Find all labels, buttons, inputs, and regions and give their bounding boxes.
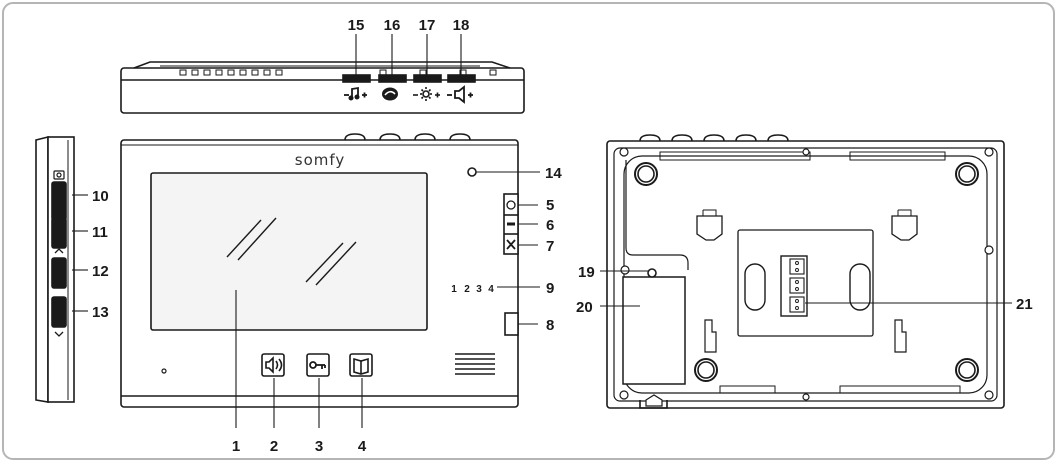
callout-18: 18 bbox=[453, 17, 470, 34]
speaker-volume-icon bbox=[447, 85, 473, 104]
callout-14: 14 bbox=[545, 165, 562, 182]
callout-6: 6 bbox=[546, 217, 554, 234]
callout-1: 1 bbox=[232, 438, 240, 455]
back-view bbox=[606, 134, 1005, 409]
speaker-talk-icon bbox=[265, 356, 283, 374]
hangup-key-icon bbox=[506, 239, 516, 250]
reset-hole bbox=[647, 268, 657, 278]
callout-9: 9 bbox=[546, 280, 554, 297]
bell-icon bbox=[382, 87, 398, 101]
top-view bbox=[120, 61, 525, 114]
callout-7: 7 bbox=[546, 238, 554, 255]
book-icon bbox=[353, 357, 369, 375]
side-button-11 bbox=[51, 217, 67, 249]
callout-16: 16 bbox=[384, 17, 401, 34]
led-indicator-labels: 1 2 3 4 bbox=[451, 284, 494, 295]
led-label-2: 2 bbox=[464, 284, 470, 295]
callout-4: 4 bbox=[358, 438, 367, 455]
side-key-icons bbox=[506, 200, 516, 250]
top-button-18 bbox=[447, 74, 476, 83]
callout-3: 3 bbox=[315, 438, 323, 455]
callout-5: 5 bbox=[546, 197, 554, 214]
light-sensor bbox=[467, 167, 477, 177]
side-button-10 bbox=[51, 181, 67, 221]
front-view bbox=[120, 133, 519, 408]
callout-12: 12 bbox=[92, 263, 109, 280]
callout-21: 21 bbox=[1016, 296, 1033, 313]
callout-11: 11 bbox=[92, 224, 108, 241]
brand-logo: somfy bbox=[295, 151, 346, 169]
callout-20: 20 bbox=[576, 299, 593, 316]
callout-2: 2 bbox=[270, 438, 278, 455]
side-button-13 bbox=[51, 296, 67, 328]
callout-19: 19 bbox=[578, 264, 595, 281]
camera-icon bbox=[53, 170, 65, 180]
callout-8: 8 bbox=[546, 317, 554, 334]
screen bbox=[150, 172, 428, 331]
side-button-12 bbox=[51, 257, 67, 289]
callout-labels: 1 2 3 4 5 6 7 9 8 10 11 12 13 14 15 16 1… bbox=[92, 17, 1033, 455]
led-label-1: 1 bbox=[451, 284, 457, 295]
led-label-3: 3 bbox=[476, 284, 482, 295]
callout-13: 13 bbox=[92, 304, 109, 321]
callout-10: 10 bbox=[92, 188, 109, 205]
top-button-16 bbox=[378, 74, 407, 83]
battery-cover bbox=[622, 276, 686, 385]
up-arrow-icon bbox=[54, 248, 64, 254]
down-arrow-icon bbox=[54, 331, 64, 337]
microphone bbox=[161, 368, 167, 374]
callout-15: 15 bbox=[348, 17, 365, 34]
led-label-4: 4 bbox=[488, 284, 494, 295]
side-view bbox=[35, 135, 75, 403]
top-button-15 bbox=[342, 74, 371, 83]
melody-volume-icon bbox=[344, 86, 367, 101]
callout-17: 17 bbox=[419, 17, 436, 34]
key-icon bbox=[309, 361, 326, 369]
leader-lines bbox=[72, 34, 1012, 428]
playback-icon bbox=[54, 206, 64, 216]
brightness-icon bbox=[413, 87, 440, 101]
call-key-icon bbox=[506, 200, 516, 210]
top-button-17 bbox=[413, 74, 442, 83]
